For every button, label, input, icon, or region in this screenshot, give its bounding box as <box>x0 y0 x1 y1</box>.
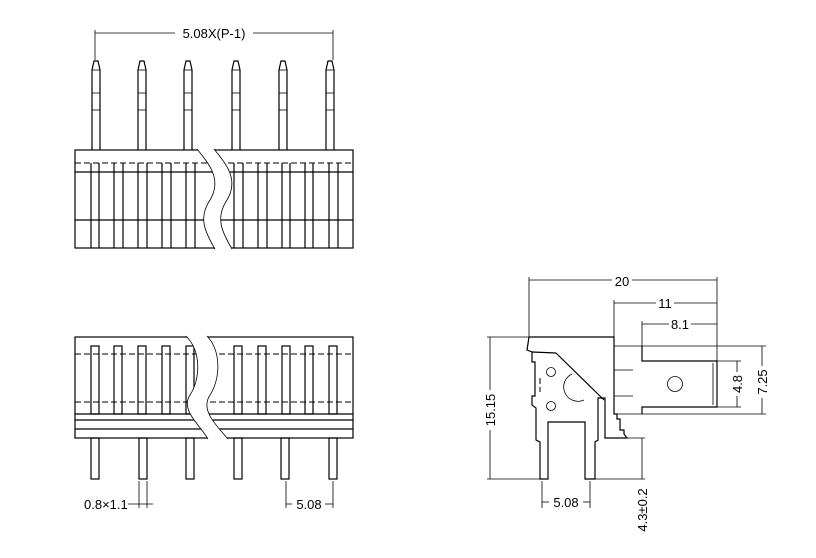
pin <box>90 437 100 480</box>
slot <box>137 345 147 415</box>
pin-size-label: 0.8×1.1 <box>84 497 128 512</box>
pin <box>325 60 335 150</box>
pin <box>233 437 243 480</box>
top-pins <box>91 60 335 150</box>
pin <box>278 60 288 150</box>
tab-outer-label: 7.25 <box>755 369 770 394</box>
bottom-view: 0.8×1.1 5.08 <box>74 335 354 512</box>
width-20-label: 20 <box>615 274 629 289</box>
side-view: 20 11 8.1 15.15 4.8 7.25 <box>483 273 770 532</box>
pin <box>185 437 195 480</box>
tab-width-label: 4.8 <box>730 375 745 393</box>
pin-length-label: 4.3±0.2 <box>635 488 650 531</box>
pin <box>328 437 338 480</box>
slot <box>281 345 291 415</box>
pin <box>280 437 290 480</box>
slot <box>113 345 123 415</box>
top-view: 5.08X(P-1) <box>74 25 354 250</box>
pin <box>183 60 193 150</box>
bottom-pitch-label: 5.08 <box>296 497 321 512</box>
slot <box>90 345 100 415</box>
dim-11-label: 11 <box>658 296 672 311</box>
dim-8-1-label: 8.1 <box>671 317 689 332</box>
height-label: 15.15 <box>483 394 498 427</box>
slot <box>304 345 314 415</box>
pitch-dimension-label: 5.08X(P-1) <box>183 26 246 41</box>
pin <box>91 60 101 150</box>
pin <box>138 437 148 480</box>
pin <box>137 60 147 150</box>
slot <box>233 345 243 415</box>
slot <box>257 345 267 415</box>
side-pitch-label: 5.08 <box>553 495 578 510</box>
slot <box>328 345 338 415</box>
slot <box>161 345 171 415</box>
pin <box>231 60 241 150</box>
